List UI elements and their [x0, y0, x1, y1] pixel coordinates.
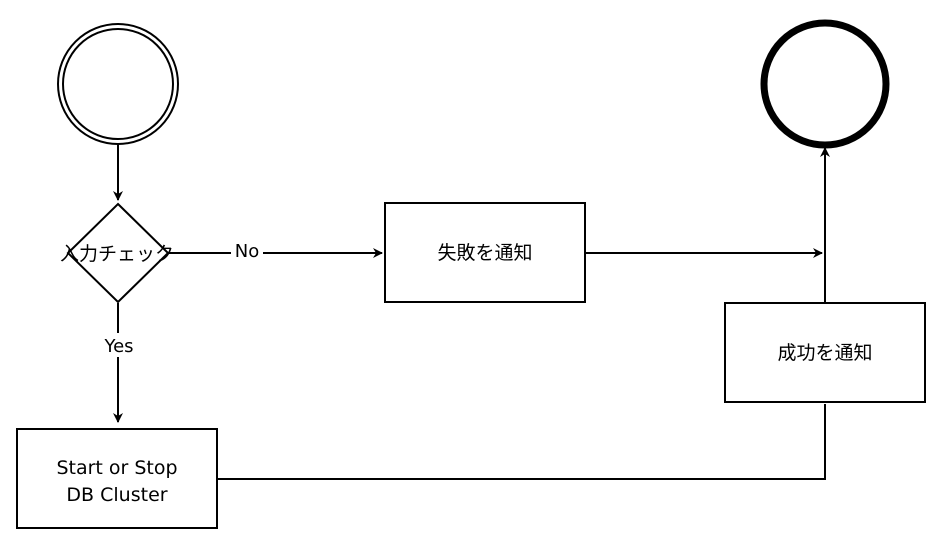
edge-start-stop-to-success [217, 404, 826, 480]
start-node [57, 23, 179, 145]
start-stop-cluster-label-line1: Start or Stop [56, 457, 177, 479]
no-label-background [231, 240, 263, 262]
notify-failure-label: 失敗を通知 [437, 242, 532, 264]
input-check-label: 入力チェック [60, 243, 174, 265]
notify-failure-box [384, 202, 586, 303]
edge-yes-label: Yes [103, 336, 133, 357]
start-stop-cluster-box [16, 428, 218, 529]
edge-no-label: No [235, 241, 259, 262]
yes-label-background [98, 333, 140, 357]
input-check-decision [66, 202, 170, 304]
notify-success-label: 成功を通知 [777, 342, 872, 364]
end-node [760, 19, 890, 149]
start-stop-cluster-label-line2: DB Cluster [66, 484, 167, 506]
notify-success-box [724, 302, 926, 403]
